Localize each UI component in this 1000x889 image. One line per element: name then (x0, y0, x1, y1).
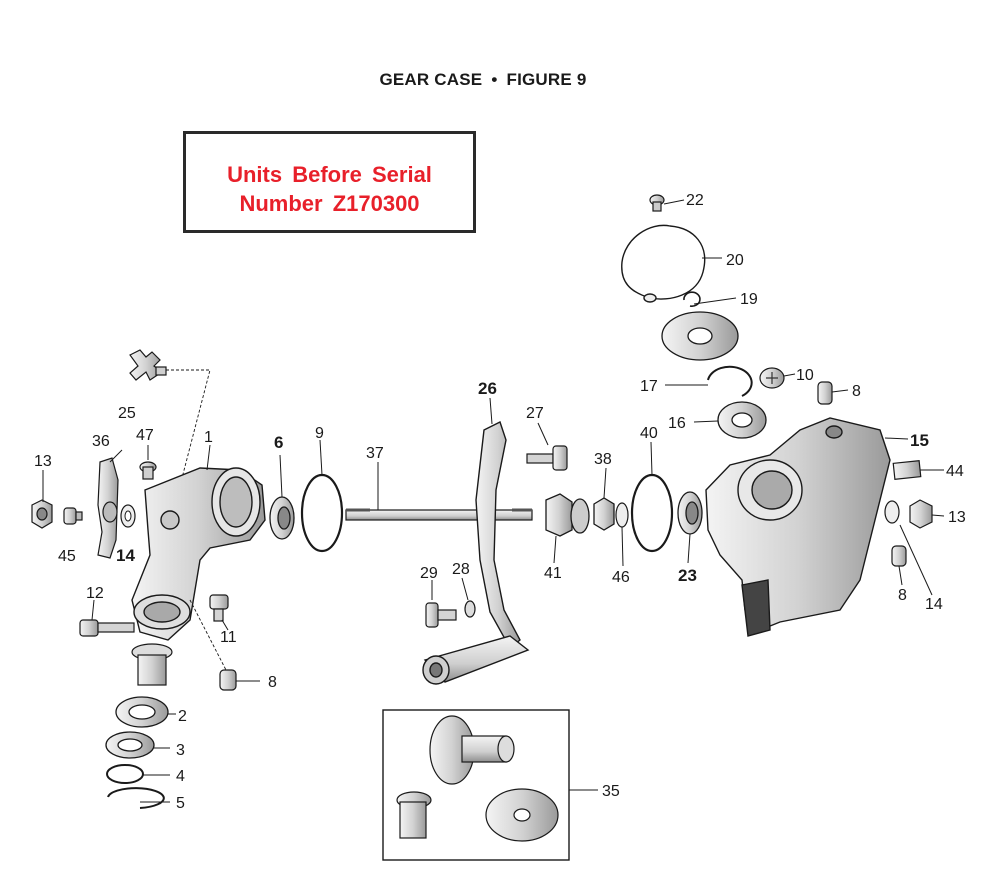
callout-19: 19 (740, 291, 758, 308)
part-40-o-ring (630, 473, 674, 553)
figure-title: GEAR CASE • FIGURE 9 (0, 70, 966, 90)
part-28-washer (464, 600, 476, 618)
part-1-housing (131, 467, 266, 641)
part-27-bolt (526, 445, 568, 471)
callout-13-left: 13 (34, 453, 52, 470)
part-37-shaft (345, 508, 533, 521)
part-23-bearing (677, 491, 703, 535)
part-6-bearing (269, 496, 295, 540)
callout-3: 3 (176, 742, 185, 759)
callout-1: 1 (204, 429, 213, 446)
serial-notice-box: Units Before Serial Number Z170300 (183, 131, 476, 233)
part-44-key (892, 460, 922, 480)
callout-14-left: 14 (116, 546, 135, 565)
part-36-wing-nut (97, 457, 119, 559)
part-17-circlip (707, 365, 753, 397)
serial-notice-line2: Number Z170300 (239, 191, 420, 216)
callout-41: 41 (544, 565, 562, 582)
part-12-bolt (79, 619, 135, 637)
part-14-washer-right (884, 500, 900, 524)
callout-20: 20 (726, 252, 744, 269)
callout-46: 46 (612, 569, 630, 586)
figure-title-main: GEAR CASE (379, 70, 483, 89)
callout-47: 47 (136, 427, 154, 444)
part-45-screw (63, 507, 83, 525)
callout-8-left: 8 (268, 674, 277, 691)
callout-2: 2 (178, 708, 187, 725)
part-4-washer (106, 764, 144, 784)
callout-44: 44 (946, 463, 964, 480)
part-spindle (131, 643, 173, 686)
callout-38: 38 (594, 451, 612, 468)
callout-25: 25 (118, 405, 136, 422)
callout-6: 6 (274, 433, 283, 452)
part-41-nut (545, 493, 590, 537)
leader-25-dashed (166, 369, 211, 479)
callout-11: 11 (220, 629, 237, 646)
part-20-cover (621, 224, 706, 303)
callout-10: 10 (796, 367, 814, 384)
callout-23: 23 (678, 566, 697, 585)
figure-title-number: FIGURE 9 (506, 70, 587, 89)
part-8-fitting-left (219, 669, 237, 691)
part-46-washer (615, 502, 629, 528)
part-29-screw (425, 602, 457, 628)
part-5-snap-ring (107, 787, 165, 809)
inset-part-disc (485, 788, 559, 842)
part-11-screw (209, 594, 229, 622)
callout-labels: 1 2 3 4 5 6 8 8 8 9 10 11 12 13 13 14 14… (34, 192, 966, 812)
part-38-nut (593, 497, 615, 531)
callout-4: 4 (176, 768, 185, 785)
callout-40: 40 (640, 425, 658, 442)
part-plate (661, 311, 739, 361)
callout-16: 16 (668, 415, 686, 432)
part-2-bearing (115, 696, 169, 728)
figure-title-separator: • (491, 70, 498, 89)
callout-28: 28 (452, 561, 470, 578)
part-22-screw (649, 194, 665, 212)
part-10-plug (759, 367, 785, 389)
callout-8-bottom: 8 (898, 587, 907, 604)
callout-12: 12 (86, 585, 104, 602)
part-13-nut-right (909, 499, 933, 529)
callout-26: 26 (478, 379, 497, 398)
part-3-bearing (105, 731, 155, 759)
part-25-wing-bolt (129, 349, 167, 381)
part-9-o-ring (300, 473, 344, 553)
callout-15: 15 (910, 431, 929, 450)
leader-8-dashed (189, 599, 227, 671)
serial-notice-line1: Units Before Serial (227, 162, 432, 187)
inset-part-adapter (396, 791, 432, 839)
callout-37: 37 (366, 445, 384, 462)
part-8-fitting-bottom (891, 545, 907, 567)
part-47-screw (139, 461, 157, 480)
part-19-circlip (683, 291, 701, 308)
part-15-gear-case (705, 417, 891, 637)
callout-14-right: 14 (925, 596, 943, 613)
callout-27: 27 (526, 405, 544, 422)
callout-22: 22 (686, 192, 704, 209)
leader-lines (42, 199, 945, 803)
part-13-nut-left (31, 499, 53, 529)
callout-13-right: 13 (948, 509, 966, 526)
callout-8-top: 8 (852, 383, 861, 400)
callout-36: 36 (92, 433, 110, 450)
callout-17: 17 (640, 378, 658, 395)
inset-part-hub (429, 715, 515, 785)
callout-45: 45 (58, 548, 76, 565)
callout-5: 5 (176, 795, 185, 812)
part-16-bearing (717, 401, 767, 439)
part-8-fitting-top (817, 381, 833, 405)
part-26-bracket (422, 421, 530, 685)
callout-35: 35 (602, 783, 620, 800)
part-14-washer-left-hole (124, 510, 132, 522)
callout-29: 29 (420, 565, 438, 582)
callout-9: 9 (315, 425, 324, 442)
